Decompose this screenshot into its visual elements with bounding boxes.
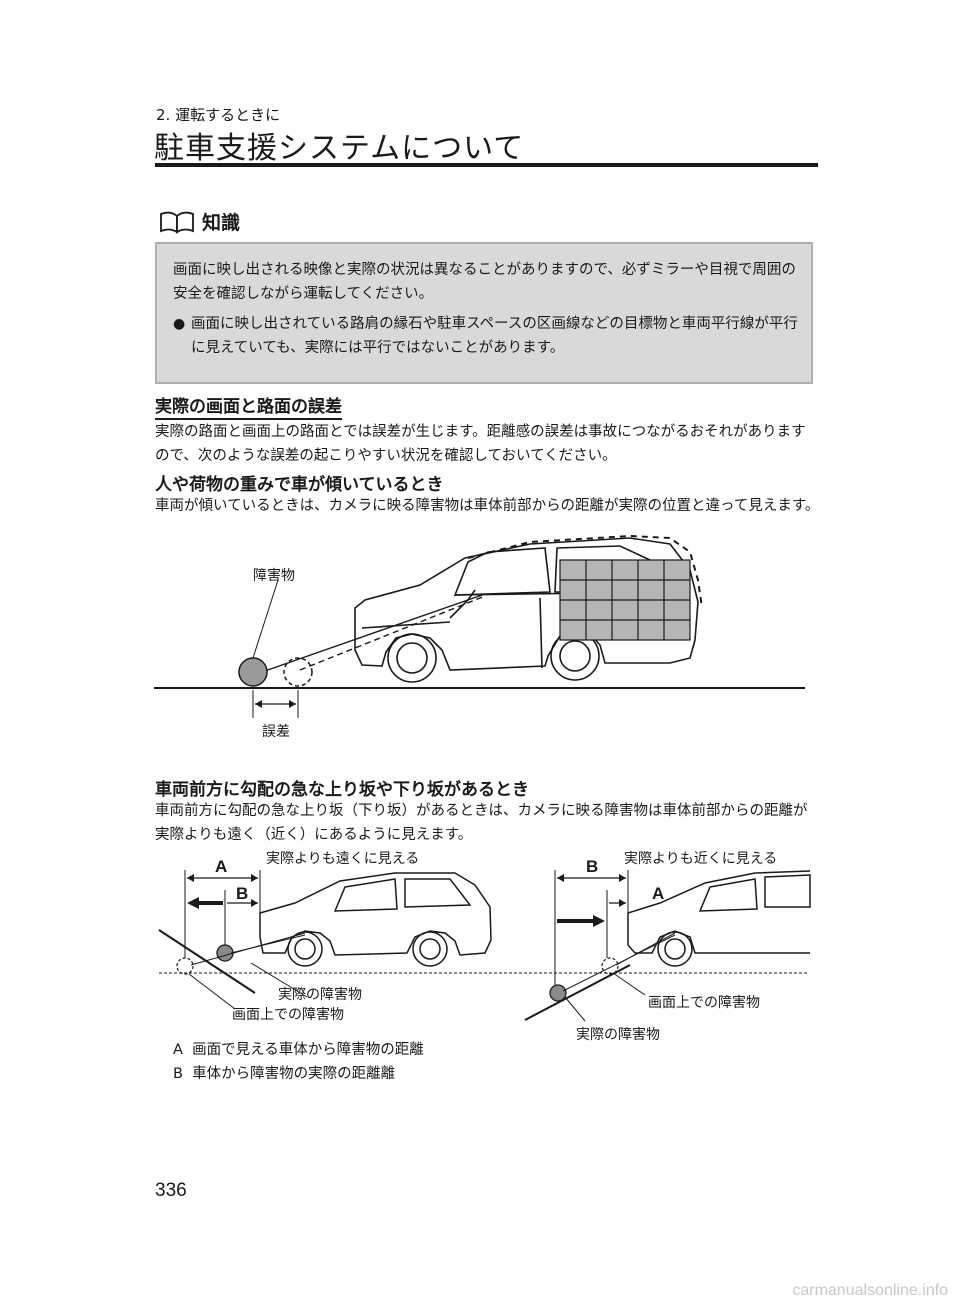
section-heading-tilted-car: 人や荷物の重みで車が傾いているとき bbox=[155, 475, 444, 495]
tilted-car-figure bbox=[154, 534, 805, 718]
left-actual-obstacle-label: 実際の障害物 bbox=[278, 987, 362, 1003]
title-rule bbox=[155, 163, 818, 167]
right-actual-obstacle-label: 実際の障害物 bbox=[576, 1027, 660, 1043]
right-caption: 実際よりも近くに見える bbox=[624, 851, 778, 867]
legend-key-b: B bbox=[173, 1066, 183, 1082]
page-number: 336 bbox=[155, 1180, 187, 1201]
watermark: carmanualsonline.info bbox=[792, 1282, 948, 1299]
right-screen-obstacle bbox=[601, 957, 619, 975]
left-car-illustration bbox=[259, 872, 492, 967]
obstacle-label: 障害物 bbox=[253, 568, 295, 584]
left-label-a: A bbox=[215, 857, 228, 876]
book-icon bbox=[160, 211, 194, 234]
knowledge-heading-text: 知識 bbox=[202, 212, 241, 234]
left-caption: 実際よりも遠くに見える bbox=[266, 851, 420, 867]
left-actual-obstacle bbox=[216, 944, 234, 962]
legend-row-a: A 画面で見える車体から障害物の距離 bbox=[173, 1038, 424, 1062]
knowledge-paragraph: 画面に映し出される映像と実際の状況は異なることがありますので、必ずミラーや目視で… bbox=[173, 262, 796, 302]
tilt-outline bbox=[467, 534, 703, 609]
legend-text-a: 画面で見える車体から障害物の距離 bbox=[192, 1042, 424, 1058]
legend-key-a: A bbox=[173, 1042, 183, 1058]
right-label-b: B bbox=[586, 857, 599, 876]
section-text-slope: 車両前方に勾配の急な上り坂（下り坂）があるときは、カメラに映る障害物は車体前部か… bbox=[155, 803, 808, 843]
section-heading-screen-error: 実際の画面と路面の誤差 bbox=[155, 392, 342, 420]
knowledge-box: 画面に映し出される映像と実際の状況は異なることがありますので、必ずミラーや目視で… bbox=[155, 242, 813, 384]
slope-figure bbox=[158, 870, 811, 1022]
right-actual-obstacle bbox=[549, 984, 567, 1002]
left-label-b: B bbox=[236, 884, 249, 903]
knowledge-bullet: 画面に映し出されている路肩の縁石や駐車スペースの区画線などの目標物と車両平行線が… bbox=[191, 316, 798, 356]
legend: A 画面で見える車体から障害物の距離 B 車体から障害物の実際の距離離 bbox=[173, 1038, 424, 1086]
section-text-tilted-car: 車両が傾いているときは、カメラに映る障害物は車体前部からの距離が実際の位置と違っ… bbox=[155, 498, 820, 514]
section-heading-slope: 車両前方に勾配の急な上り坂や下り坂があるとき bbox=[155, 780, 529, 800]
knowledge-heading: 知識 bbox=[158, 208, 240, 235]
legend-row-b: B 車体から障害物の実際の距離離 bbox=[173, 1062, 424, 1086]
right-car-illustration bbox=[627, 870, 811, 967]
left-screen-obstacle bbox=[176, 957, 194, 975]
screen-obstacle-marker bbox=[283, 657, 313, 687]
error-label: 誤差 bbox=[262, 724, 290, 740]
camera-view-grid bbox=[559, 559, 691, 641]
page-title: 駐車支援システムについて bbox=[154, 131, 525, 166]
legend-text-b: 車体から障害物の実際の距離離 bbox=[192, 1066, 396, 1082]
actual-obstacle-marker bbox=[238, 657, 268, 687]
right-label-a: A bbox=[652, 884, 665, 903]
chapter-label: 2. 運転するときに bbox=[156, 106, 281, 124]
left-screen-obstacle-label: 画面上での障害物 bbox=[232, 1007, 344, 1023]
right-screen-obstacle-label: 画面上での障害物 bbox=[648, 995, 760, 1011]
bullet-dot-icon: ● bbox=[173, 316, 186, 332]
section-text-screen-error: 実際の路面と画面上の路面とでは誤差が生じます。距離感の誤差は事故につながるおそれ… bbox=[155, 424, 806, 464]
